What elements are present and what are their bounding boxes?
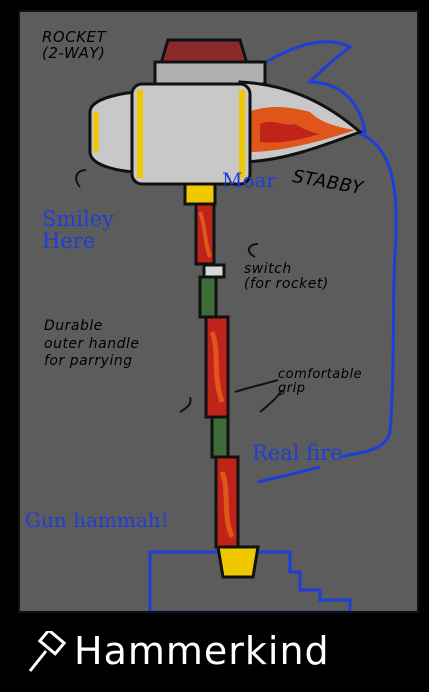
hammer-drawing [75, 38, 398, 611]
label-rocket: ROCKET (2-WAY) [42, 28, 107, 62]
label-switch: switch (for rocket) [244, 261, 329, 292]
artwork-panel: ROCKET (2-WAY) Moar STABBY Smiley Here s… [18, 10, 419, 613]
card-title: Hammerkind [74, 629, 330, 673]
label-moar: Moar [222, 168, 277, 192]
label-durable: Durable outer handle for parrying [44, 318, 140, 369]
gun-base-outline [148, 550, 352, 611]
label-comfortable: comfortable grip [278, 367, 363, 396]
fire-outline [339, 130, 398, 459]
card-footer: Hammerkind [0, 613, 429, 692]
switch [202, 263, 226, 279]
label-gun-hammah: Gun hammah! [25, 508, 169, 532]
label-real-fire: Real fire [252, 441, 343, 465]
handle [194, 202, 260, 579]
hammer-icon [28, 631, 67, 672]
label-smiley: Smiley Here [42, 207, 115, 254]
